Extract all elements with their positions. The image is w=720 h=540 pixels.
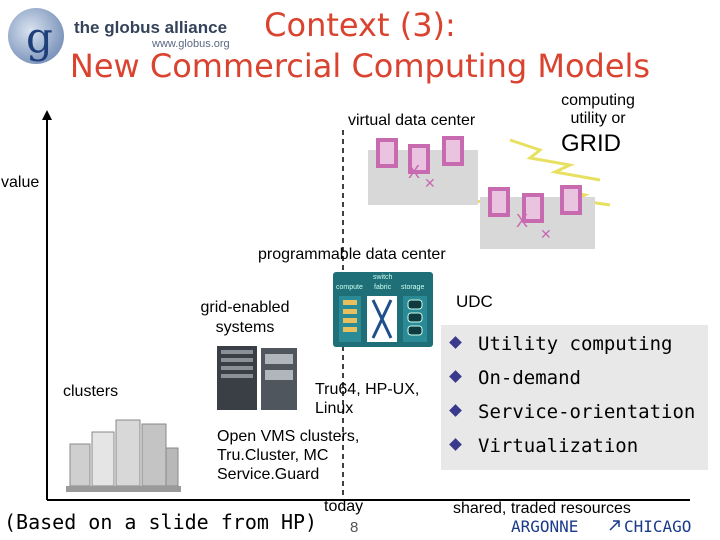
bullet-text: Virtualization [478, 435, 639, 457]
svg-text:X: X [408, 162, 420, 182]
diamond-bullet-icon [449, 438, 462, 451]
globus-logo-mark: g [8, 8, 64, 64]
bullet-text: Utility computing [478, 333, 673, 355]
diamond-bullet-icon [449, 370, 462, 383]
source-note: (Based on a slide from HP) [4, 510, 318, 534]
svg-text:✕: ✕ [424, 175, 436, 191]
diamond-bullet-icon [449, 336, 462, 349]
bullet-item: On-demand [449, 367, 581, 389]
udc-fabric-label: fabric [374, 284, 392, 291]
slide-title-line2: New Commercial Computing Models [69, 47, 651, 85]
chicago-logo-text: CHICAGO [624, 517, 692, 536]
logo-url: www.globus.org [152, 38, 230, 50]
bullet-item: Utility computing [449, 333, 673, 355]
logo-brand: the globus alliance [74, 18, 228, 37]
openvms-label: Open VMS clusters, Tru.Cluster, MC Servi… [217, 428, 360, 483]
lightning-bolt-icon [509, 138, 601, 182]
shared-resources-label: shared, traded resources [453, 500, 631, 517]
y-axis-arrowhead [42, 110, 52, 120]
tru64-label: Tru64, HP-UX, Linux [315, 381, 420, 417]
udc-components [339, 296, 427, 342]
clusters-image [66, 419, 181, 492]
grid-label: GRID [561, 130, 621, 157]
bullet-text: On-demand [478, 367, 581, 389]
bullet-panel: Utility computing On-demand Service-orie… [441, 325, 708, 470]
globus-logo: g the globus alliance www.globus.org [2, 2, 242, 64]
diamond-bullet-icon [449, 404, 462, 417]
server-rack-image [217, 346, 297, 410]
udc-storage-label: storage [401, 284, 425, 291]
bullet-item: Service-orientation [449, 401, 696, 423]
udc-label: UDC [456, 292, 493, 311]
virtual-data-center-icon: X ✕ [368, 136, 478, 205]
programmable-data-center-label: programmable data center [258, 246, 446, 263]
udc-compute-label: compute [336, 284, 363, 291]
clusters-label: clusters [63, 383, 119, 400]
argonne-logo-text: ARGONNE [511, 517, 579, 536]
computing-utility-label: computing utility or [561, 92, 635, 127]
arrow-icon [609, 520, 620, 531]
udc-switch-label: switch [373, 274, 393, 281]
y-axis-label: value [1, 174, 40, 191]
x-axis-label: today [324, 498, 364, 515]
virtual-data-center-label: virtual data center [348, 112, 476, 129]
svg-text:g: g [26, 13, 53, 62]
udc-diagram: switch compute fabric storage [333, 272, 433, 347]
page-number: 8 [350, 519, 359, 536]
grid-icon: X ✕ [480, 185, 595, 249]
bullet-item: Virtualization [449, 435, 639, 457]
grid-enabled-label: grid-enabled systems [200, 299, 290, 336]
bullet-text: Service-orientation [478, 401, 696, 423]
svg-text:X: X [516, 211, 528, 231]
svg-text:✕: ✕ [540, 226, 552, 242]
slide-title-line1: Context (3): [264, 6, 456, 44]
